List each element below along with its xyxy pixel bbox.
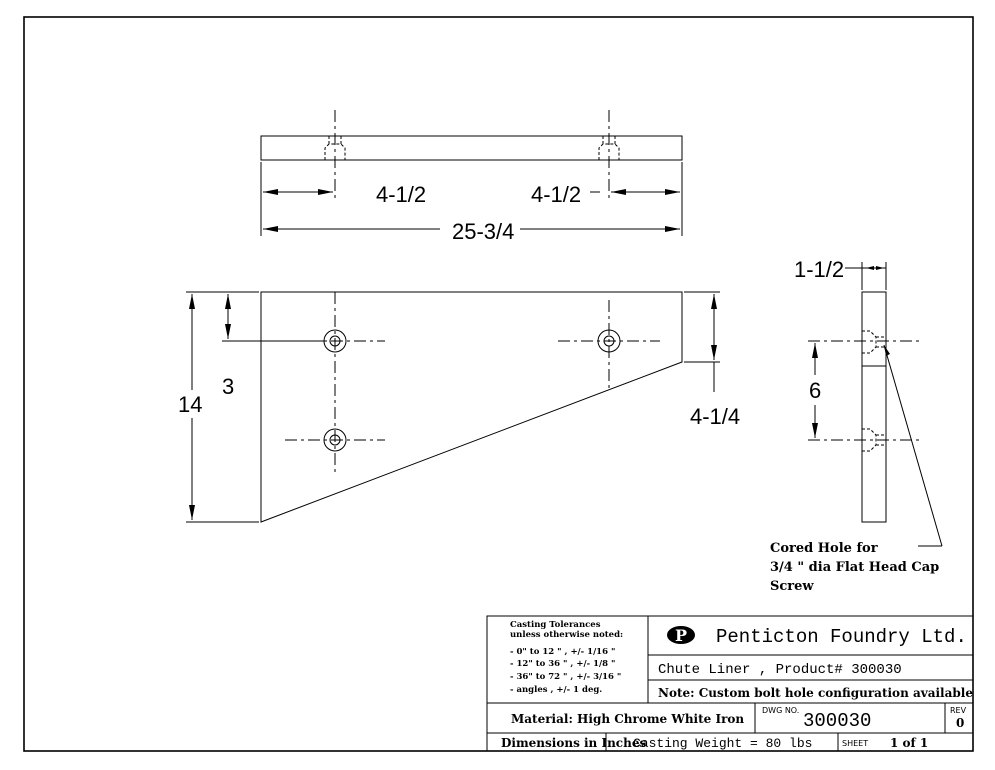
tolerance-row: - 36" to 72 " , +/- 3/16 "	[510, 672, 621, 682]
tolerance-heading-2: unless otherwise noted:	[510, 630, 623, 640]
tolerance-row: - angles , +/- 1 deg.	[510, 685, 602, 695]
material: Material: High Chrome White Iron	[511, 712, 744, 726]
dim-right-edge-height: 4-1/4	[690, 404, 740, 429]
logo-letter: P	[675, 626, 687, 645]
title-block	[486, 615, 974, 752]
dim-overall-height: 14	[178, 392, 202, 417]
dim-overall-length: 25-3/4	[452, 219, 514, 244]
rev-label: REV	[950, 706, 967, 715]
rev: 0	[956, 716, 964, 730]
note-line-1: Cored Hole for	[770, 541, 878, 556]
dwg-no-label: DWG NO.	[762, 706, 799, 715]
dim-hole-spacing: 6	[809, 378, 821, 403]
dwg-no: 300030	[803, 710, 871, 732]
top-view	[260, 110, 683, 236]
dim-left-offset: 4-1/2	[376, 182, 426, 207]
company-name: Penticton Foundry Ltd.	[716, 626, 967, 648]
note-line-3: Screw	[770, 579, 814, 594]
tolerance-row: - 0" to 12 " , +/- 1/16 "	[510, 647, 615, 657]
side-view-outline	[861, 291, 887, 523]
sheet-label: SHEET	[842, 739, 868, 748]
casting-weight: Casting Weight = 80 lbs	[633, 736, 812, 751]
dim-thickness: 1-1/2	[794, 257, 844, 282]
tolerance-row: - 12" to 36 " , +/- 1/8 "	[510, 659, 615, 669]
sheet-number: 1 of 1	[890, 736, 928, 750]
part-note: Note: Custom bolt hole configuration ava…	[658, 686, 973, 700]
front-view	[186, 291, 720, 523]
part-name: Chute Liner , Product# 300030	[658, 662, 902, 678]
tolerance-heading-1: Casting Tolerances	[510, 620, 601, 630]
dim-hole-from-top: 3	[222, 374, 234, 399]
foundry-logo	[661, 624, 701, 646]
units-note: Dimensions in Inches	[501, 736, 646, 750]
front-view-outline	[260, 291, 683, 523]
note-line-2: 3/4 " dia Flat Head Cap	[770, 560, 939, 575]
side-view	[808, 262, 943, 547]
dim-right-offset: 4-1/2	[531, 182, 581, 207]
top-view-outline	[260, 135, 683, 161]
